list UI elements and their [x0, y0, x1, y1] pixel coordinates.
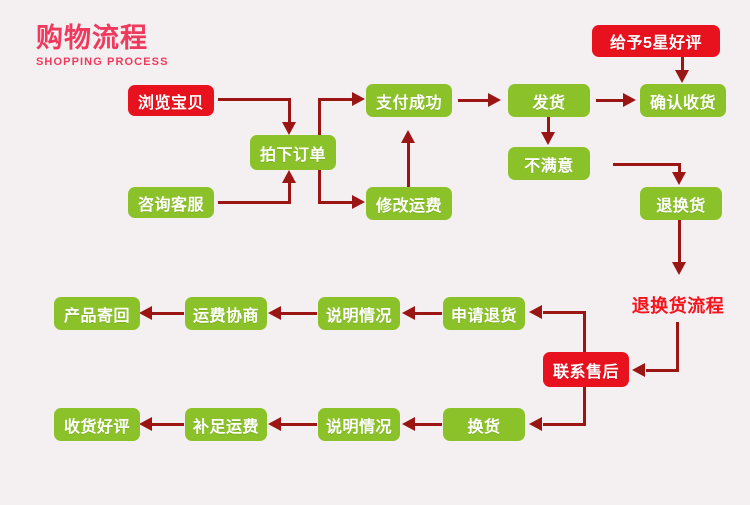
node-explain-1[interactable]: 说明情况	[318, 297, 400, 330]
edge-consult-to-order-h	[218, 201, 291, 204]
page-title-main: 购物流程	[36, 23, 148, 53]
node-confirm[interactable]: 确认收货	[640, 84, 726, 117]
node-return-goods[interactable]: 退换货	[640, 187, 722, 220]
edge-order-to-fee-h	[318, 201, 356, 204]
edge-negotiate-to-sendback-h	[152, 312, 184, 315]
edge-negotiate-to-sendback-arrow	[139, 306, 152, 320]
edge-dissatisfied-to-return-v	[678, 163, 681, 175]
page-title-sub: SHOPPING PROCESS	[36, 56, 169, 68]
edge-contact-to-exchange-v	[583, 387, 586, 423]
edge-review-to-confirm-v	[681, 57, 684, 72]
node-good-review[interactable]: 收货好评	[54, 408, 140, 441]
edge-ship-to-dissatisfied-arrow	[541, 132, 555, 145]
edge-pay-to-ship-h	[458, 99, 489, 102]
edge-exchange-to-explain2-h	[414, 423, 442, 426]
edge-browse-to-order-h	[218, 98, 291, 101]
page-title: 购物流程 SHOPPING PROCESS	[36, 22, 169, 69]
node-contact-after[interactable]: 联系售后	[543, 352, 629, 387]
edge-explain1-to-negotiate-arrow	[268, 306, 281, 320]
edge-ship-to-confirm-arrow	[623, 93, 636, 107]
node-exchange[interactable]: 换货	[443, 408, 525, 441]
node-pay-success[interactable]: 支付成功	[366, 84, 452, 117]
edge-pay-to-ship-arrow	[488, 93, 501, 107]
edge-process-to-contact-arrow	[632, 363, 645, 377]
edge-consult-to-order-arrow	[282, 170, 296, 183]
edge-process-to-contact-v	[676, 322, 679, 369]
node-explain-2[interactable]: 说明情况	[318, 408, 400, 441]
node-place-order[interactable]: 拍下订单	[250, 135, 336, 170]
edge-order-to-fee-arrow	[352, 195, 365, 209]
edge-return-to-process-v	[678, 220, 681, 264]
node-send-back[interactable]: 产品寄回	[54, 297, 140, 330]
edge-browse-to-order-arrow	[282, 122, 296, 135]
edge-consult-to-order-v	[288, 180, 291, 204]
edge-explain1-to-negotiate-h	[281, 312, 317, 315]
edge-ship-to-confirm-h	[596, 99, 625, 102]
edge-review-to-confirm-arrow	[675, 70, 689, 83]
edge-explain2-to-topup-h	[281, 423, 317, 426]
node-browse[interactable]: 浏览宝贝	[128, 85, 214, 116]
edge-order-to-pay-v	[318, 98, 321, 153]
edge-order-to-pay-arrow	[352, 92, 365, 106]
edge-contact-to-apply-v	[583, 311, 586, 353]
edge-apply-to-explain1-h	[414, 312, 442, 315]
edge-fee-to-pay-v	[407, 142, 410, 188]
edge-exchange-to-explain2-arrow	[402, 417, 415, 431]
node-consult[interactable]: 咨询客服	[128, 187, 214, 218]
edge-ship-to-dissatisfied-v	[547, 117, 550, 134]
edge-contact-to-apply-arrow	[529, 305, 542, 319]
node-negotiate-fee[interactable]: 运费协商	[185, 297, 267, 330]
edge-dissatisfied-to-return-h	[613, 163, 681, 166]
edge-dissatisfied-to-return-arrow	[672, 172, 686, 185]
node-top-up-fee[interactable]: 补足运费	[185, 408, 267, 441]
node-dissatisfied[interactable]: 不满意	[508, 147, 590, 180]
edge-process-to-contact-h	[646, 369, 679, 372]
edge-return-to-process-arrow	[672, 262, 686, 275]
edge-topup-to-goodreview-arrow	[139, 417, 152, 431]
edge-apply-to-explain1-arrow	[402, 306, 415, 320]
edge-contact-to-exchange-h	[543, 423, 586, 426]
edge-browse-to-order-v	[288, 98, 291, 124]
node-apply-return[interactable]: 申请退货	[443, 297, 525, 330]
edge-order-to-pay-h	[318, 98, 356, 101]
node-ship[interactable]: 发货	[508, 84, 590, 117]
node-modify-fee[interactable]: 修改运费	[366, 187, 452, 220]
label-return-process-title: 退换货流程	[631, 296, 725, 316]
edge-order-to-fee-v	[318, 153, 321, 201]
edge-contact-to-apply-h	[543, 311, 586, 314]
node-five-star[interactable]: 给予5星好评	[592, 25, 720, 57]
edge-contact-to-exchange-arrow	[529, 417, 542, 431]
edge-fee-to-pay-arrow	[401, 130, 415, 143]
edge-topup-to-goodreview-h	[152, 423, 184, 426]
edge-explain2-to-topup-arrow	[268, 417, 281, 431]
